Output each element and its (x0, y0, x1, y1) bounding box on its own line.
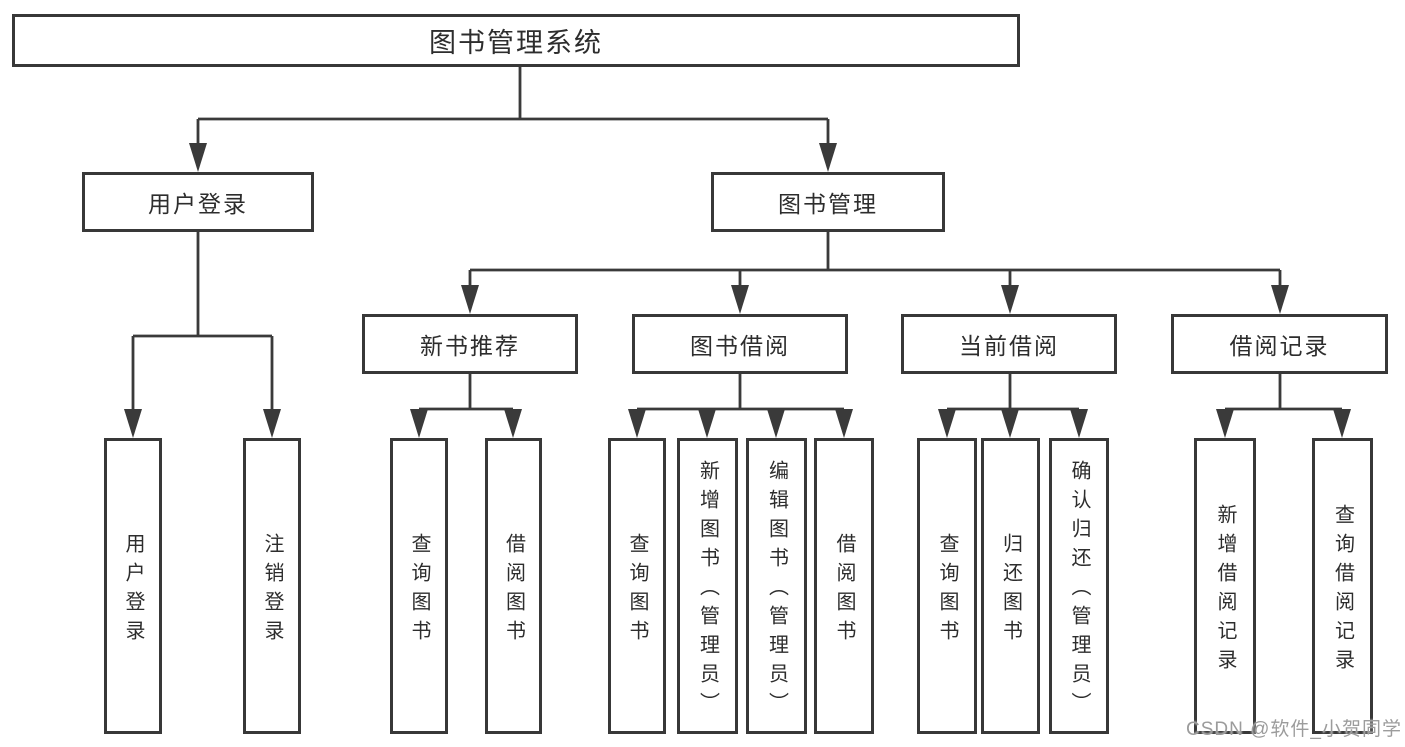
leaf-confirm-return-admin: 确认归还（管理员） (1049, 438, 1109, 734)
node-current-borrow: 当前借阅 (901, 314, 1117, 374)
edges-root (189, 66, 837, 172)
leaf-query-borrow-record: 查询借阅记录 (1312, 438, 1373, 734)
csdn-watermark: CSDN @软件_小贺同学 (1186, 719, 1402, 740)
edges-current-borrow (938, 374, 1088, 438)
edges-borrow-records (1216, 374, 1351, 438)
edges-new-book-recommend (410, 374, 522, 438)
node-book-borrow: 图书借阅 (632, 314, 848, 374)
leaf-edit-books-admin: 编辑图书（管理员） (746, 438, 807, 734)
leaf-add-borrow-record: 新增借阅记录 (1194, 438, 1256, 734)
node-root: 图书管理系统 (12, 14, 1020, 67)
leaf-query-books-current: 查询图书 (917, 438, 977, 734)
node-borrow-records: 借阅记录 (1171, 314, 1388, 374)
leaf-add-books-admin: 新增图书（管理员） (677, 438, 738, 734)
node-new-book-recommend: 新书推荐 (362, 314, 578, 374)
node-book-management: 图书管理 (711, 172, 945, 232)
edges-book-management (461, 231, 1289, 314)
leaf-query-books-recommend: 查询图书 (390, 438, 448, 734)
leaf-user-login: 用户登录 (104, 438, 162, 734)
node-user-login: 用户登录 (82, 172, 314, 232)
leaf-borrow-books-recommend: 借阅图书 (485, 438, 542, 734)
leaf-logout-login: 注销登录 (243, 438, 301, 734)
edges-book-borrow (628, 374, 853, 438)
edges-user-login (124, 231, 281, 438)
leaf-borrow-books: 借阅图书 (814, 438, 874, 734)
leaf-query-books-borrow: 查询图书 (608, 438, 666, 734)
leaf-return-books: 归还图书 (981, 438, 1040, 734)
